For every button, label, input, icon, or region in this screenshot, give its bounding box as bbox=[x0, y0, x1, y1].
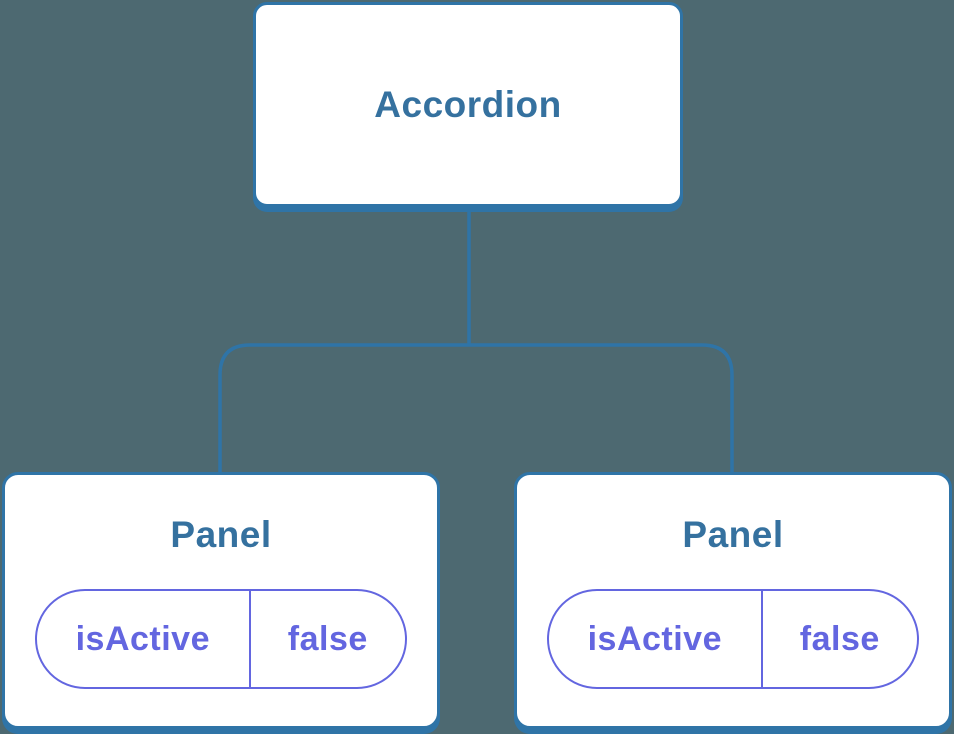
node-panel-2: Panel isActive false bbox=[514, 472, 952, 729]
state-value: false bbox=[760, 591, 917, 687]
connector-bracket bbox=[218, 343, 734, 476]
state-pill: isActive false bbox=[35, 589, 407, 689]
state-key: isActive bbox=[75, 619, 210, 658]
node-panel-1-label: Panel bbox=[170, 514, 272, 555]
node-accordion: Accordion bbox=[253, 2, 683, 207]
node-panel-1: Panel isActive false bbox=[2, 472, 440, 729]
node-panel-2-label: Panel bbox=[682, 514, 784, 555]
node-accordion-label: Accordion bbox=[374, 83, 562, 125]
state-value: false bbox=[248, 591, 405, 687]
state-key: isActive bbox=[587, 619, 722, 658]
state-pill: isActive false bbox=[547, 589, 919, 689]
